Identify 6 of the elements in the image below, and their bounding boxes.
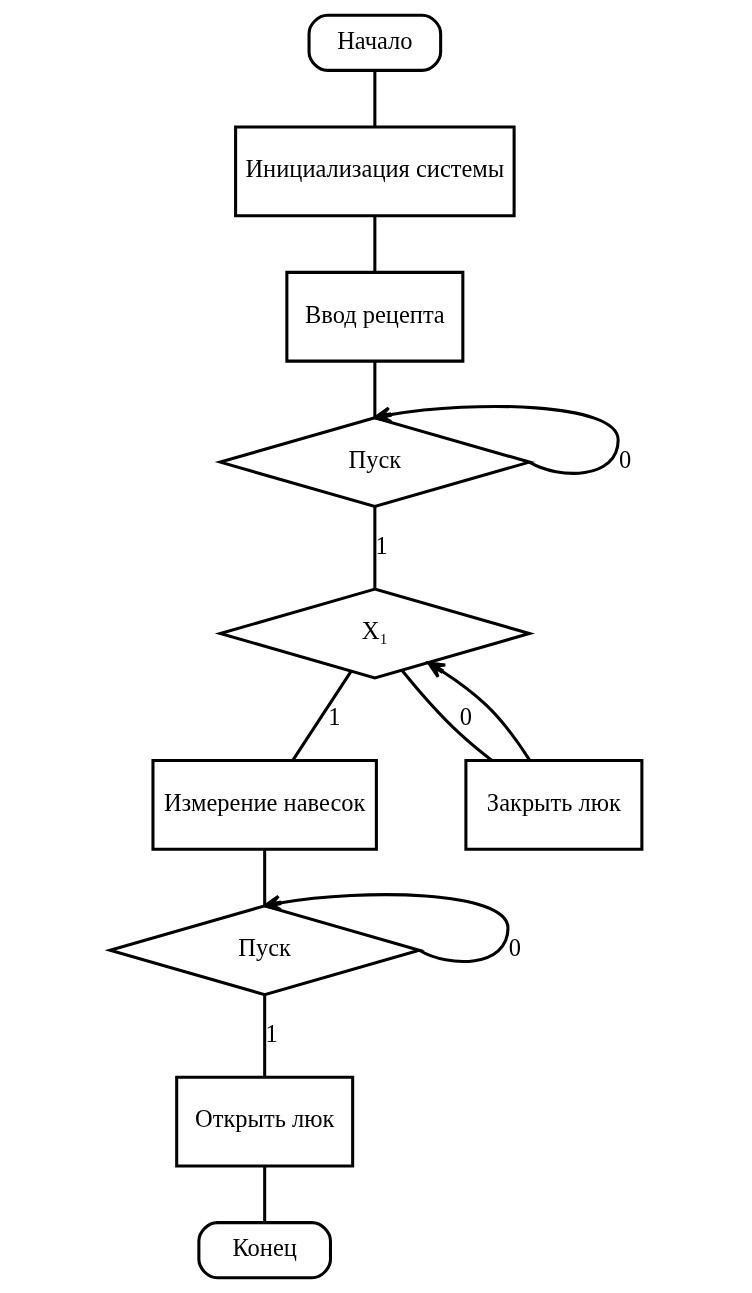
edge-label: 0 xyxy=(618,445,632,473)
edge-label: 1 xyxy=(265,1019,278,1047)
edge-label: 0 xyxy=(459,703,473,730)
edge-label: 0 xyxy=(508,934,521,962)
edge-label: 1 xyxy=(328,703,341,730)
edge-label: 1 xyxy=(375,531,388,559)
